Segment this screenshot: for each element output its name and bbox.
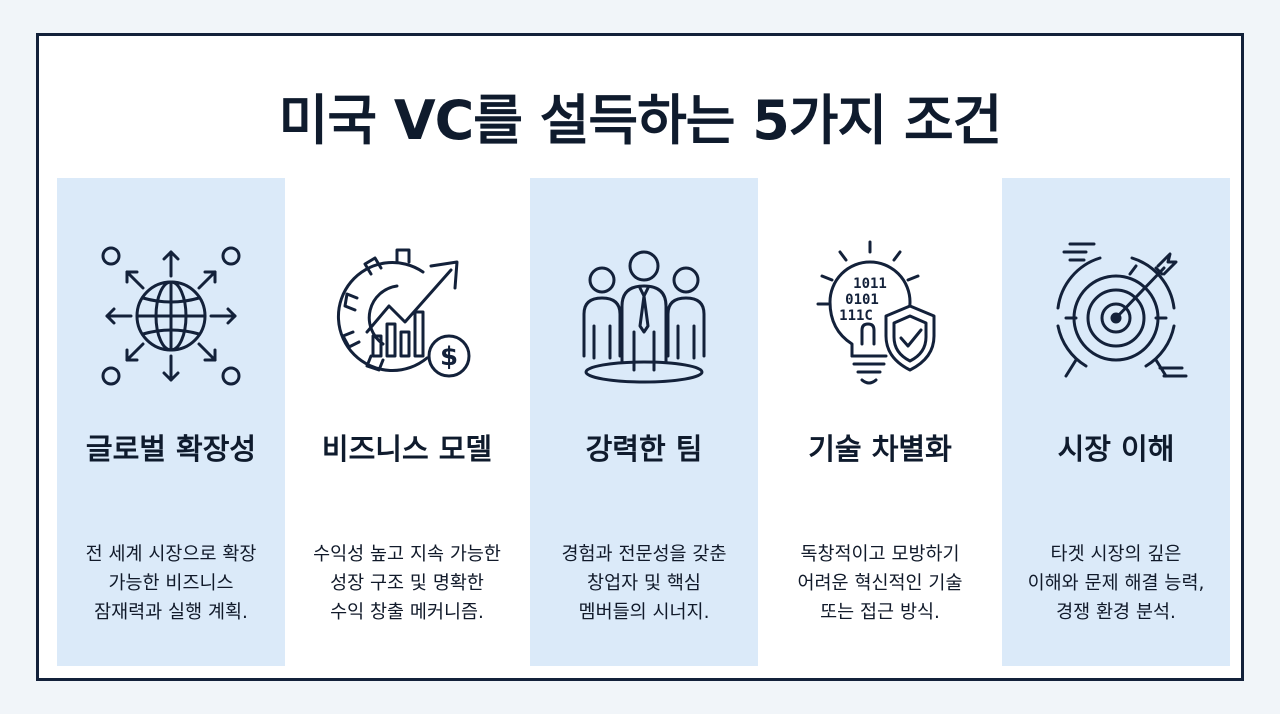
card-description: 경험과 전문성을 갖춘 창업자 및 핵심 멤버들의 시너지.: [536, 540, 752, 627]
binary-code-text: 0101: [845, 292, 879, 308]
binary-code-text: 1011: [853, 276, 887, 292]
card-description-line: 독창적이고 모방하기: [800, 544, 960, 565]
target-arrow-icon: [1036, 236, 1196, 396]
infographic-frame: 미국 VC를 설득하는 5가지 조건: [36, 33, 1244, 681]
card-description-line: 전 세계 시장으로 확장: [85, 544, 257, 565]
card-description-line: 경험과 전문성을 갖춘: [561, 544, 727, 565]
card-description-line: 성장 구조 및 명확한: [330, 573, 484, 594]
card-description-line: 잠재력과 실행 계획.: [94, 602, 248, 623]
globe-expansion-icon: [91, 236, 251, 396]
dollar-sign: $: [440, 342, 458, 372]
card-description: 타겟 시장의 깊은 이해와 문제 해결 능력, 경쟁 환경 분석.: [1008, 540, 1224, 627]
card-description: 전 세계 시장으로 확장 가능한 비즈니스 잠재력과 실행 계획.: [63, 540, 279, 627]
card-description-line: 또는 접근 방식.: [820, 602, 940, 623]
card-description-line: 창업자 및 핵심: [587, 573, 701, 594]
card-description: 독창적이고 모방하기 어려운 혁신적인 기술 또는 접근 방식.: [772, 540, 988, 627]
gear-growth-dollar-icon: $: [327, 236, 487, 396]
card-description-line: 수익성 높고 지속 가능한: [313, 544, 501, 565]
card-title: 비즈니스 모델: [321, 432, 493, 466]
card-description-line: 어려운 혁신적인 기술: [797, 573, 963, 594]
card-description-line: 이해와 문제 해결 능력,: [1027, 573, 1205, 594]
card-strong-team: 강력한 팀 경험과 전문성을 갖춘 창업자 및 핵심 멤버들의 시너지.: [530, 178, 758, 666]
card-title: 강력한 팀: [585, 432, 703, 466]
card-description-line: 타겟 시장의 깊은: [1050, 544, 1182, 565]
card-global-expansion: 글로벌 확장성 전 세계 시장으로 확장 가능한 비즈니스 잠재력과 실행 계획…: [57, 178, 285, 666]
card-description: 수익성 높고 지속 가능한 성장 구조 및 명확한 수익 창출 메커니즘.: [299, 540, 515, 627]
lightbulb-shield-icon: 1011 0101 111C: [800, 236, 960, 396]
card-title: 글로벌 확장성: [85, 432, 257, 466]
card-description-line: 가능한 비즈니스: [108, 573, 234, 594]
team-people-icon: [564, 236, 724, 396]
card-title: 기술 차별화: [808, 432, 952, 466]
card-market-understanding: 시장 이해 타겟 시장의 깊은 이해와 문제 해결 능력, 경쟁 환경 분석.: [1002, 178, 1230, 666]
card-description-line: 수익 창출 메커니즘.: [330, 602, 484, 623]
page-title: 미국 VC를 설득하는 5가지 조건: [278, 89, 1003, 152]
binary-code-text: 111C: [839, 308, 873, 324]
card-description-line: 경쟁 환경 분석.: [1056, 602, 1176, 623]
card-description-line: 멤버들의 시너지.: [578, 602, 710, 623]
card-business-model: $ 비즈니스 모델 수익성 높고 지속 가능한 성장 구조 및 명확한 수익 창…: [293, 178, 521, 666]
card-tech-differentiation: 1011 0101 111C 기술 차별화 독창적이고 모방하기 어려운 혁신적…: [766, 178, 994, 666]
card-title: 시장 이해: [1057, 432, 1175, 466]
